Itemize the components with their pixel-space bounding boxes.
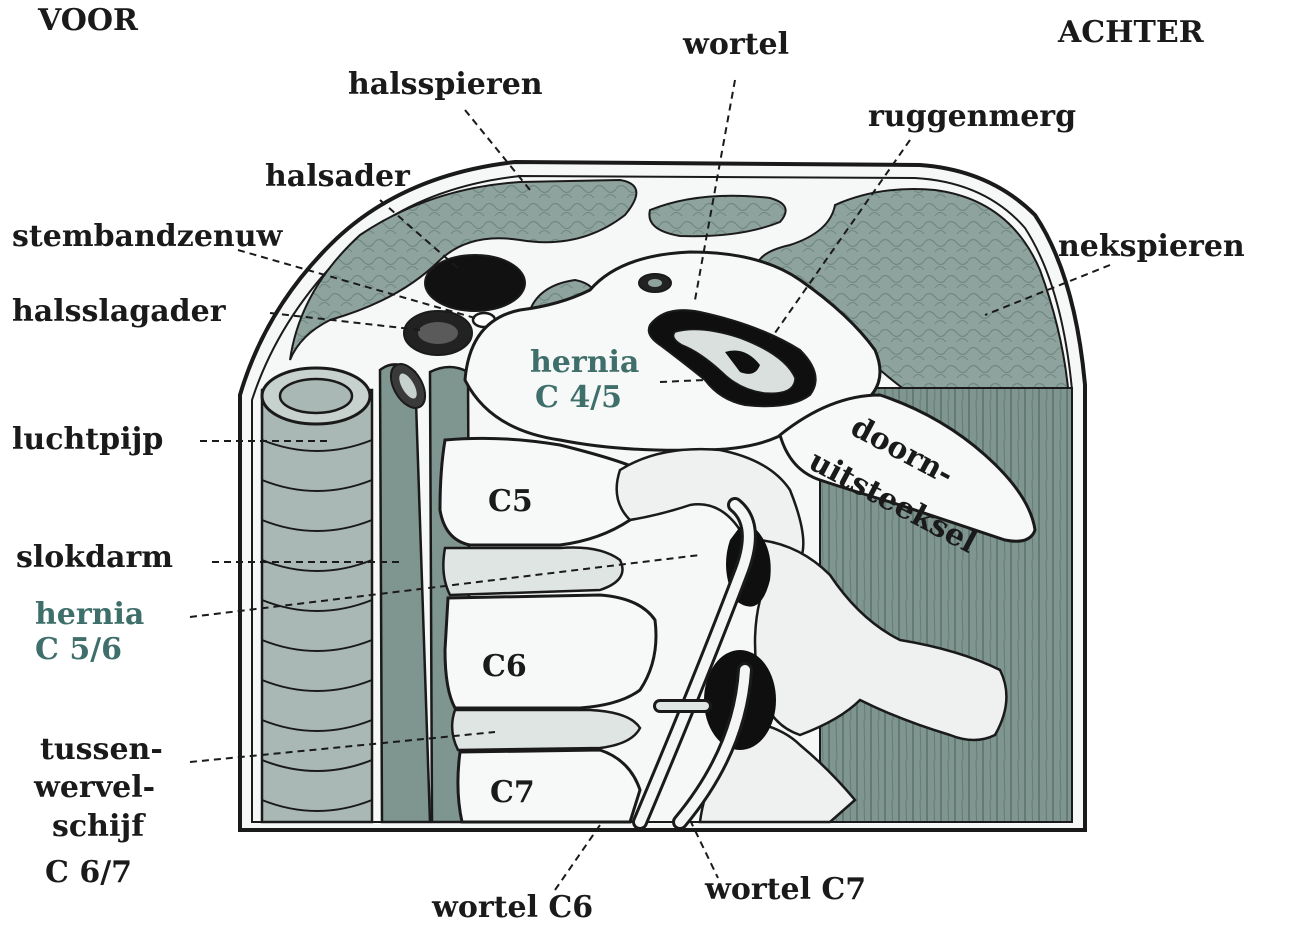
label-wortel-c7: wortel C7 (705, 875, 866, 905)
vertebra-c6 (445, 595, 656, 708)
label-tussen-line1: tussen- (40, 735, 163, 765)
disc-c5-6 (443, 548, 622, 596)
label-hernia-c56-line1: hernia (35, 600, 144, 630)
label-halsslagader: halsslagader (12, 297, 226, 327)
carotid-lumen (418, 322, 458, 344)
label-slokdarm: slokdarm (16, 543, 173, 573)
label-nekspieren: nekspieren (1058, 232, 1245, 262)
label-halsspieren: halsspieren (348, 70, 543, 100)
label-halsader: halsader (265, 162, 410, 192)
label-hernia-c56-line2: C 5/6 (35, 635, 122, 665)
small-vessel-lumen (648, 279, 662, 287)
vertebra-c7 (458, 750, 640, 822)
disc-c6-7 (452, 710, 640, 750)
label-c7: C7 (490, 778, 535, 808)
label-c6: C6 (482, 652, 527, 682)
label-back: ACHTER (1058, 18, 1204, 48)
label-tussen-line3: schijf (52, 812, 144, 842)
label-c5: C5 (488, 487, 533, 517)
label-ruggenmerg: ruggenmerg (868, 102, 1076, 132)
label-tussen-line4: C 6/7 (45, 858, 132, 888)
label-hernia-c45-line2: C 4/5 (535, 383, 622, 413)
label-tussen-line2: wervel- (34, 773, 155, 803)
label-front: VOOR (38, 6, 138, 36)
label-wortel: wortel (683, 30, 789, 60)
label-stembandzenuw: stembandzenuw (12, 222, 282, 252)
label-luchtpijp: luchtpijp (12, 425, 163, 455)
jugular-vein (425, 255, 525, 311)
label-hernia-c45-line1: hernia (530, 348, 639, 378)
